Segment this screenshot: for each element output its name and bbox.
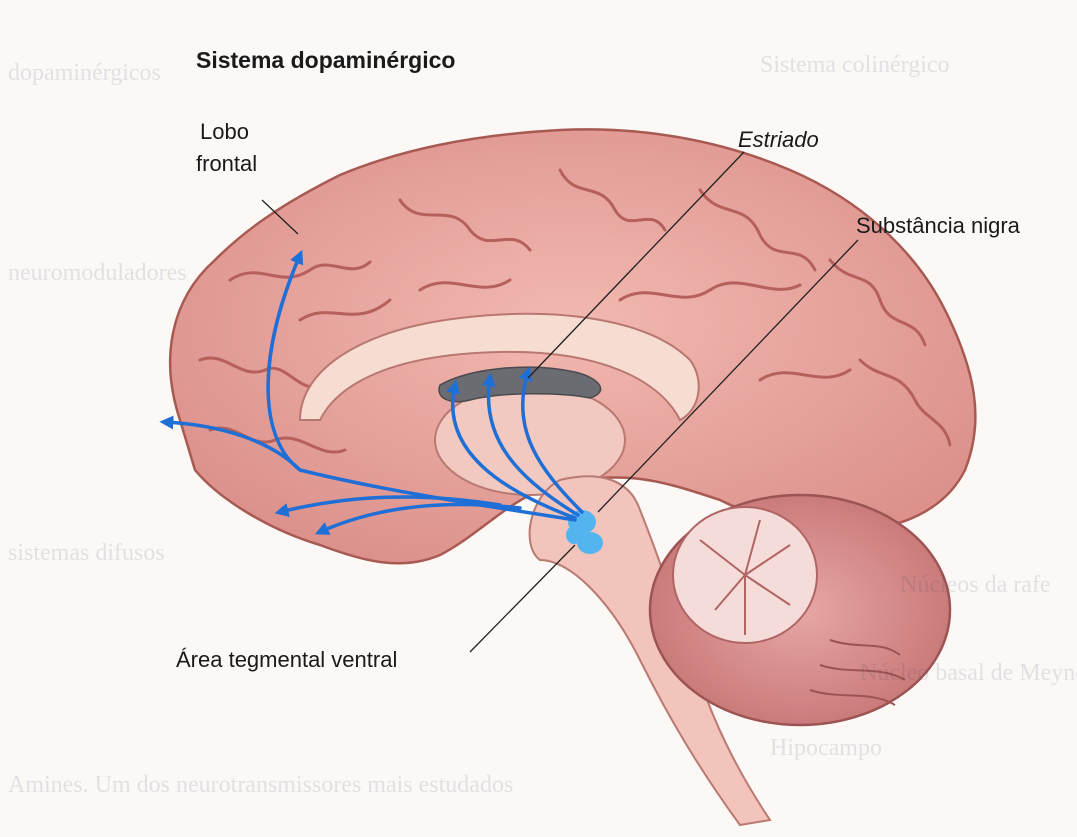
bleed-text: neuromoduladores (8, 260, 187, 287)
label-area-tegmental-ventral: Área tegmental ventral (176, 646, 397, 674)
bleed-text: Sistema colinérgico (760, 52, 950, 79)
label-estriado: Estriado (738, 126, 819, 154)
bleed-text: Hipocampo (770, 735, 882, 762)
bleed-text: Amines. Um dos neurotransmissores mais e… (8, 772, 513, 799)
cerebellum (650, 495, 950, 725)
diagram-title: Sistema dopaminérgico (196, 46, 455, 74)
bleed-text: sistemas difusos (8, 540, 165, 567)
label-lobo: Lobo (200, 118, 249, 146)
label-substancia-nigra: Substância nigra (856, 212, 1020, 240)
label-frontal: frontal (196, 150, 257, 178)
bleed-text: Núcleos da rafe (900, 572, 1051, 599)
bleed-text: dopaminérgicos (8, 60, 161, 87)
bleed-text: Núcleo basal de Meynert (860, 660, 1077, 687)
